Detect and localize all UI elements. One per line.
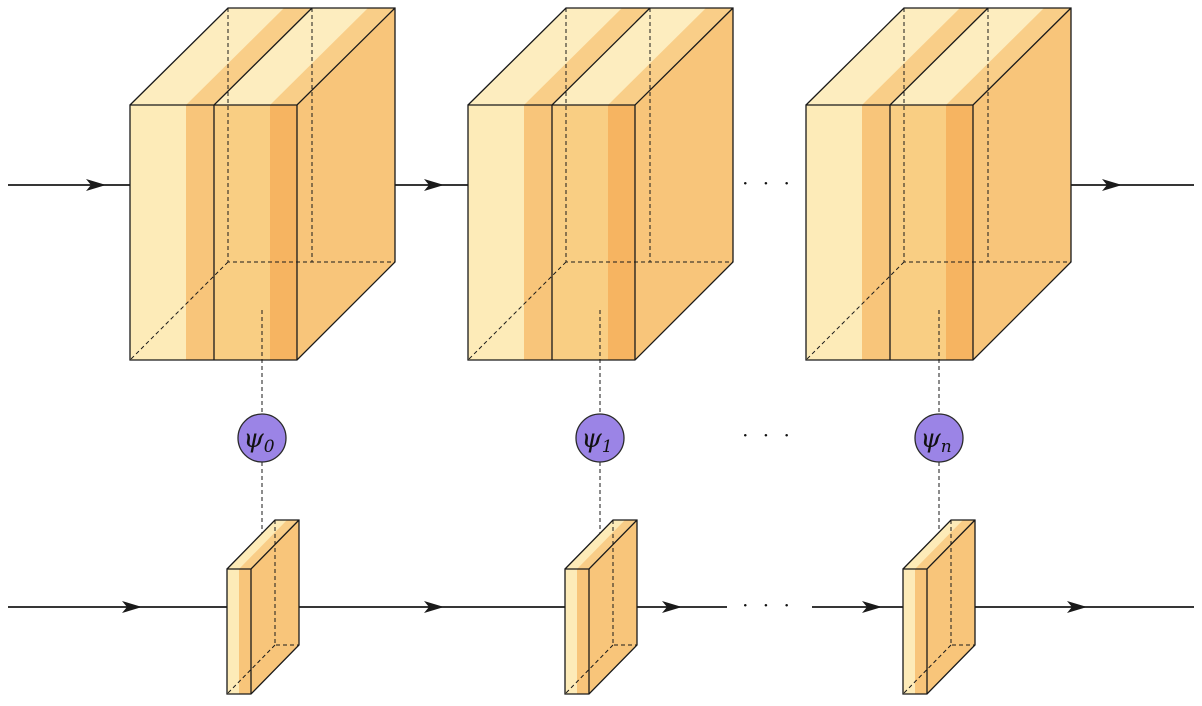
bottom-block-3: [902, 519, 976, 695]
slab-front-dark: [270, 105, 297, 360]
slab-front-light: [130, 105, 186, 360]
slab-hidden-edges: [129, 8, 395, 361]
slab-front-inner: [214, 105, 270, 360]
psi-connectors: [261, 310, 940, 545]
slab-front-mid: [186, 105, 214, 360]
psi-subscript-0: 0: [264, 437, 275, 457]
slab-right-fill: [297, 8, 395, 360]
top-row-blocks: · · ·: [8, 7, 1194, 361]
slab-top-band: [186, 8, 312, 105]
psi-mapping-row: ψ0 ψ1 ψn · · ·: [237, 310, 964, 545]
svg-text:ψn: ψn: [920, 424, 951, 457]
psi-node-1: ψ1: [575, 413, 625, 463]
middle-ellipsis: · · ·: [742, 423, 794, 447]
psi-symbol-1: ψ: [581, 424, 602, 454]
slab-top-band-2: [270, 8, 395, 105]
bottom-block-1: [226, 519, 300, 695]
top-block-3: [805, 7, 1072, 361]
top-ellipsis: · · ·: [742, 171, 794, 195]
psi-symbol-0: ψ: [243, 424, 264, 454]
psi-symbol-n: ψ: [920, 424, 941, 454]
top-block-2: [467, 7, 734, 361]
bottom-block-2: [564, 519, 638, 695]
psi-node-0: ψ0: [237, 413, 287, 463]
psi-subscript-n: n: [941, 437, 952, 457]
psi-node-n: ψn: [914, 413, 964, 463]
psi-subscript-1: 1: [602, 437, 613, 457]
svg-text:ψ1: ψ1: [581, 424, 612, 457]
svg-text:ψ0: ψ0: [243, 424, 274, 457]
bottom-row-blocks: · · ·: [8, 519, 1194, 695]
slab-edges: [129, 7, 396, 361]
bottom-ellipsis: · · ·: [742, 593, 794, 617]
top-block-1: [129, 7, 396, 361]
